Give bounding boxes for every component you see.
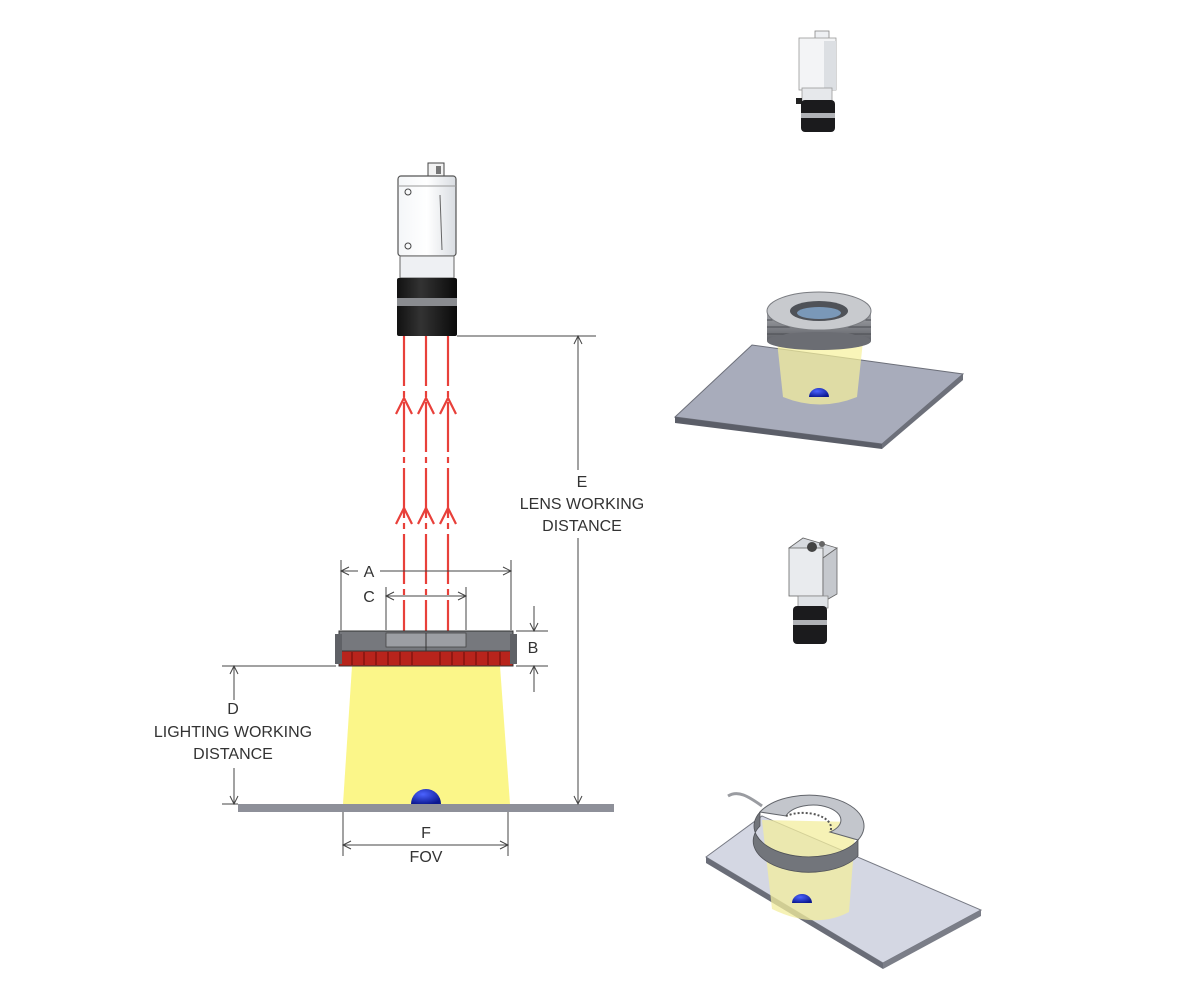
label-b: B bbox=[528, 640, 539, 657]
hemisphere-object-icon bbox=[411, 789, 441, 804]
label-a: A bbox=[364, 564, 375, 581]
label-f-fov: FOV bbox=[410, 849, 443, 866]
dimension-a bbox=[339, 560, 513, 630]
ring-light-icon bbox=[673, 291, 965, 449]
label-d-line1: LIGHTING WORKING bbox=[154, 724, 312, 741]
label-c: C bbox=[363, 589, 375, 606]
label-e-line1: LENS WORKING bbox=[520, 496, 644, 513]
dimension-d bbox=[222, 664, 336, 806]
dimension-f bbox=[341, 812, 510, 856]
side-view-schematic: A C B D LIGHTING bbox=[154, 162, 644, 866]
light-rays bbox=[395, 336, 457, 636]
label-d-line2: DISTANCE bbox=[193, 746, 273, 763]
label-d-letter: D bbox=[227, 701, 239, 718]
label-f-letter: F bbox=[421, 825, 431, 842]
camera-icon bbox=[397, 162, 457, 336]
dimension-e bbox=[457, 334, 596, 806]
ring-light-section bbox=[335, 630, 517, 667]
camera-icon bbox=[796, 30, 837, 132]
label-e-letter: E bbox=[577, 474, 588, 491]
ground-plate bbox=[238, 804, 614, 812]
dimension-c bbox=[384, 587, 468, 630]
split-ring-light-icon bbox=[705, 792, 983, 969]
dimension-b bbox=[516, 606, 548, 692]
light-cone bbox=[343, 666, 510, 804]
camera-icon bbox=[788, 537, 838, 644]
label-e-line2: DISTANCE bbox=[542, 518, 622, 535]
